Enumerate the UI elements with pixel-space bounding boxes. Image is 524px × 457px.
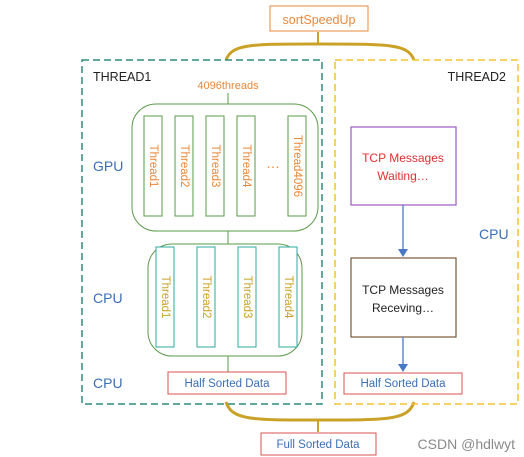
top-box-label: sortSpeedUp [283,13,356,27]
thread2-frame [334,59,519,405]
thread-box [196,246,216,348]
full-sorted-label: Full Sorted Data [276,439,360,451]
half-sorted-box-thread1 [167,371,287,395]
half-sorted-box-thread2 [343,372,463,395]
half-sorted-label-thread2: Half Sorted Data [360,378,446,390]
cpu-label-mid: CPU [93,290,123,306]
thread-box [237,246,257,348]
thread-label: Thread1 [147,145,159,188]
thread-box [236,115,256,217]
thread-label: Thread4 [282,276,294,319]
thread1-title: THREAD1 [93,70,151,84]
tcp-receving-box [350,257,457,338]
thread2-title: THREAD2 [448,70,506,84]
arrow-head-1 [398,249,408,257]
top-connector [224,42,416,61]
tcp-receving-line1: TCP Messages [362,283,444,297]
thread-box [143,115,163,217]
thread-label: Thread4 [240,145,252,188]
tcp-waiting-line2: Waiting… [377,169,429,183]
cpu-threads-container [147,243,303,357]
gpu-ellipsis: … [266,155,280,171]
thread-label: Thread4096 [291,135,303,197]
half-sorted-label-thread1: Half Sorted Data [184,378,270,390]
thread-box [278,246,298,348]
gpu-threads-header: 4096threads [197,80,259,92]
arrow-head-2 [398,364,408,372]
thread-box [205,115,225,217]
gpu-label: GPU [93,158,123,174]
thread-label: Thread1 [159,276,171,319]
gpu-thread-group: Thread1 Thread2 Thread3 Thread4 Thread4096 [143,115,307,217]
watermark: CSDN @hdlwyt [418,436,516,452]
thread-label: Thread2 [178,145,190,188]
thread-box [155,246,175,348]
thread-label: Thread3 [241,276,253,319]
cpu-label-bottom: CPU [93,375,123,391]
thread-box [287,115,307,217]
top-box [269,5,369,32]
thread1-frame [81,59,323,405]
thread-box [174,115,194,217]
tcp-receving-line2: Receving… [372,301,434,315]
thread-label: Thread3 [209,145,221,188]
cpu-label-thread2: CPU [479,226,509,242]
full-sorted-box [260,432,377,456]
tcp-waiting-box [350,126,457,206]
cpu-thread-group: Thread1 Thread2 Thread3 Thread4 [155,246,298,348]
tcp-waiting-line1: TCP Messages [362,151,444,165]
thread-label: Thread2 [200,276,212,319]
